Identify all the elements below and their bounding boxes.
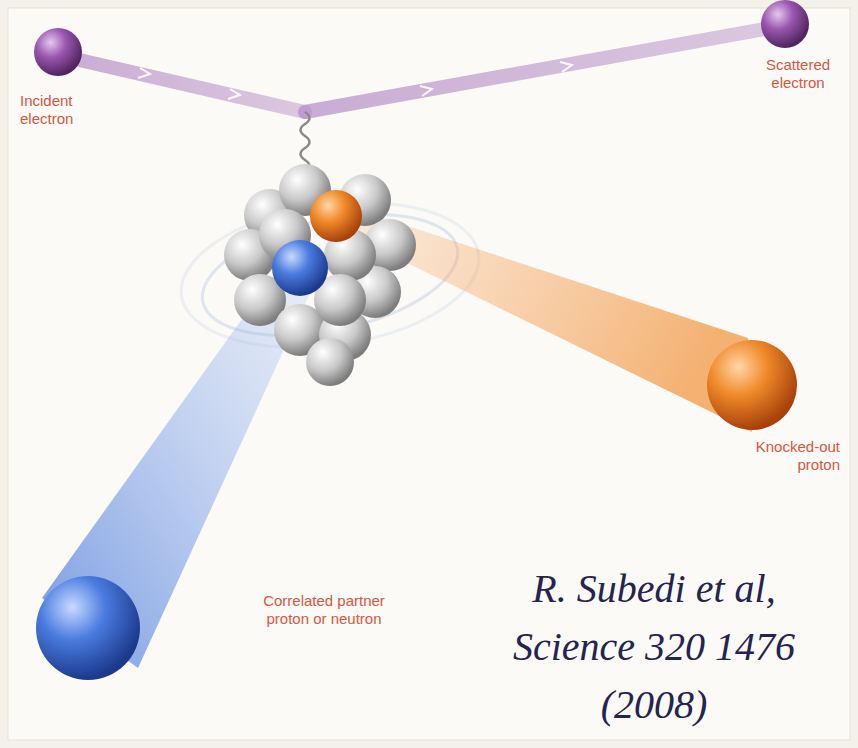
- particle-label: Scattered electron: [758, 56, 838, 92]
- particle-label: Knocked-out proton: [735, 438, 840, 474]
- particle-label: Correlated partner proton or neutron: [248, 592, 400, 628]
- citation-text: R. Subedi et al, Science 320 1476 (2008): [468, 560, 840, 734]
- particle-label: Incident electron: [20, 92, 92, 128]
